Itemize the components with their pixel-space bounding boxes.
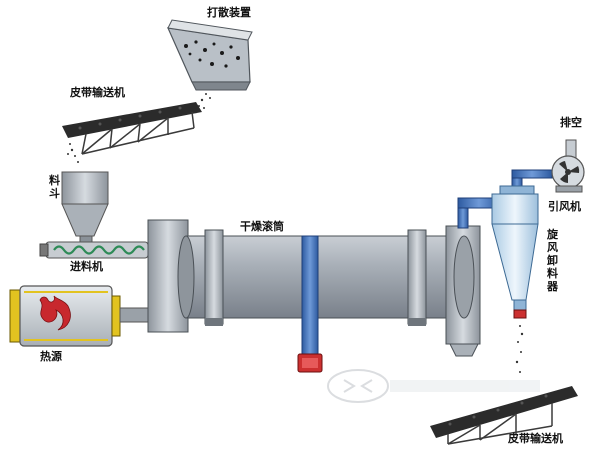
cyclone-separator bbox=[491, 185, 539, 319]
conveyor-bottom bbox=[430, 386, 578, 445]
falling-material-bottom bbox=[515, 325, 524, 373]
label-scatter-device: 打散装置 bbox=[207, 6, 251, 19]
watermark-emblem bbox=[327, 369, 540, 403]
label-exhaust: 排空 bbox=[560, 116, 582, 129]
scatter-device bbox=[167, 19, 253, 91]
label-hopper: 料斗 bbox=[49, 174, 60, 200]
discharge-housing bbox=[445, 225, 481, 357]
screw-feeder bbox=[39, 241, 149, 259]
heat-source bbox=[9, 285, 159, 347]
label-cyclone: 旋风卸料器 bbox=[547, 228, 558, 293]
dryer-drum bbox=[147, 219, 455, 333]
label-induced-fan: 引风机 bbox=[548, 200, 581, 213]
label-conveyor-top: 皮带输送机 bbox=[70, 86, 125, 99]
falling-material-mid bbox=[67, 143, 79, 163]
label-feeder: 进料机 bbox=[70, 260, 103, 273]
conveyor-top bbox=[62, 102, 202, 155]
label-dryer-drum: 干燥滚筒 bbox=[240, 220, 284, 233]
drive-motor bbox=[297, 235, 323, 373]
label-heat-source: 热源 bbox=[40, 350, 62, 363]
induced-fan bbox=[551, 139, 585, 193]
label-conveyor-bottom: 皮带输送机 bbox=[508, 432, 563, 445]
hopper bbox=[61, 171, 109, 245]
